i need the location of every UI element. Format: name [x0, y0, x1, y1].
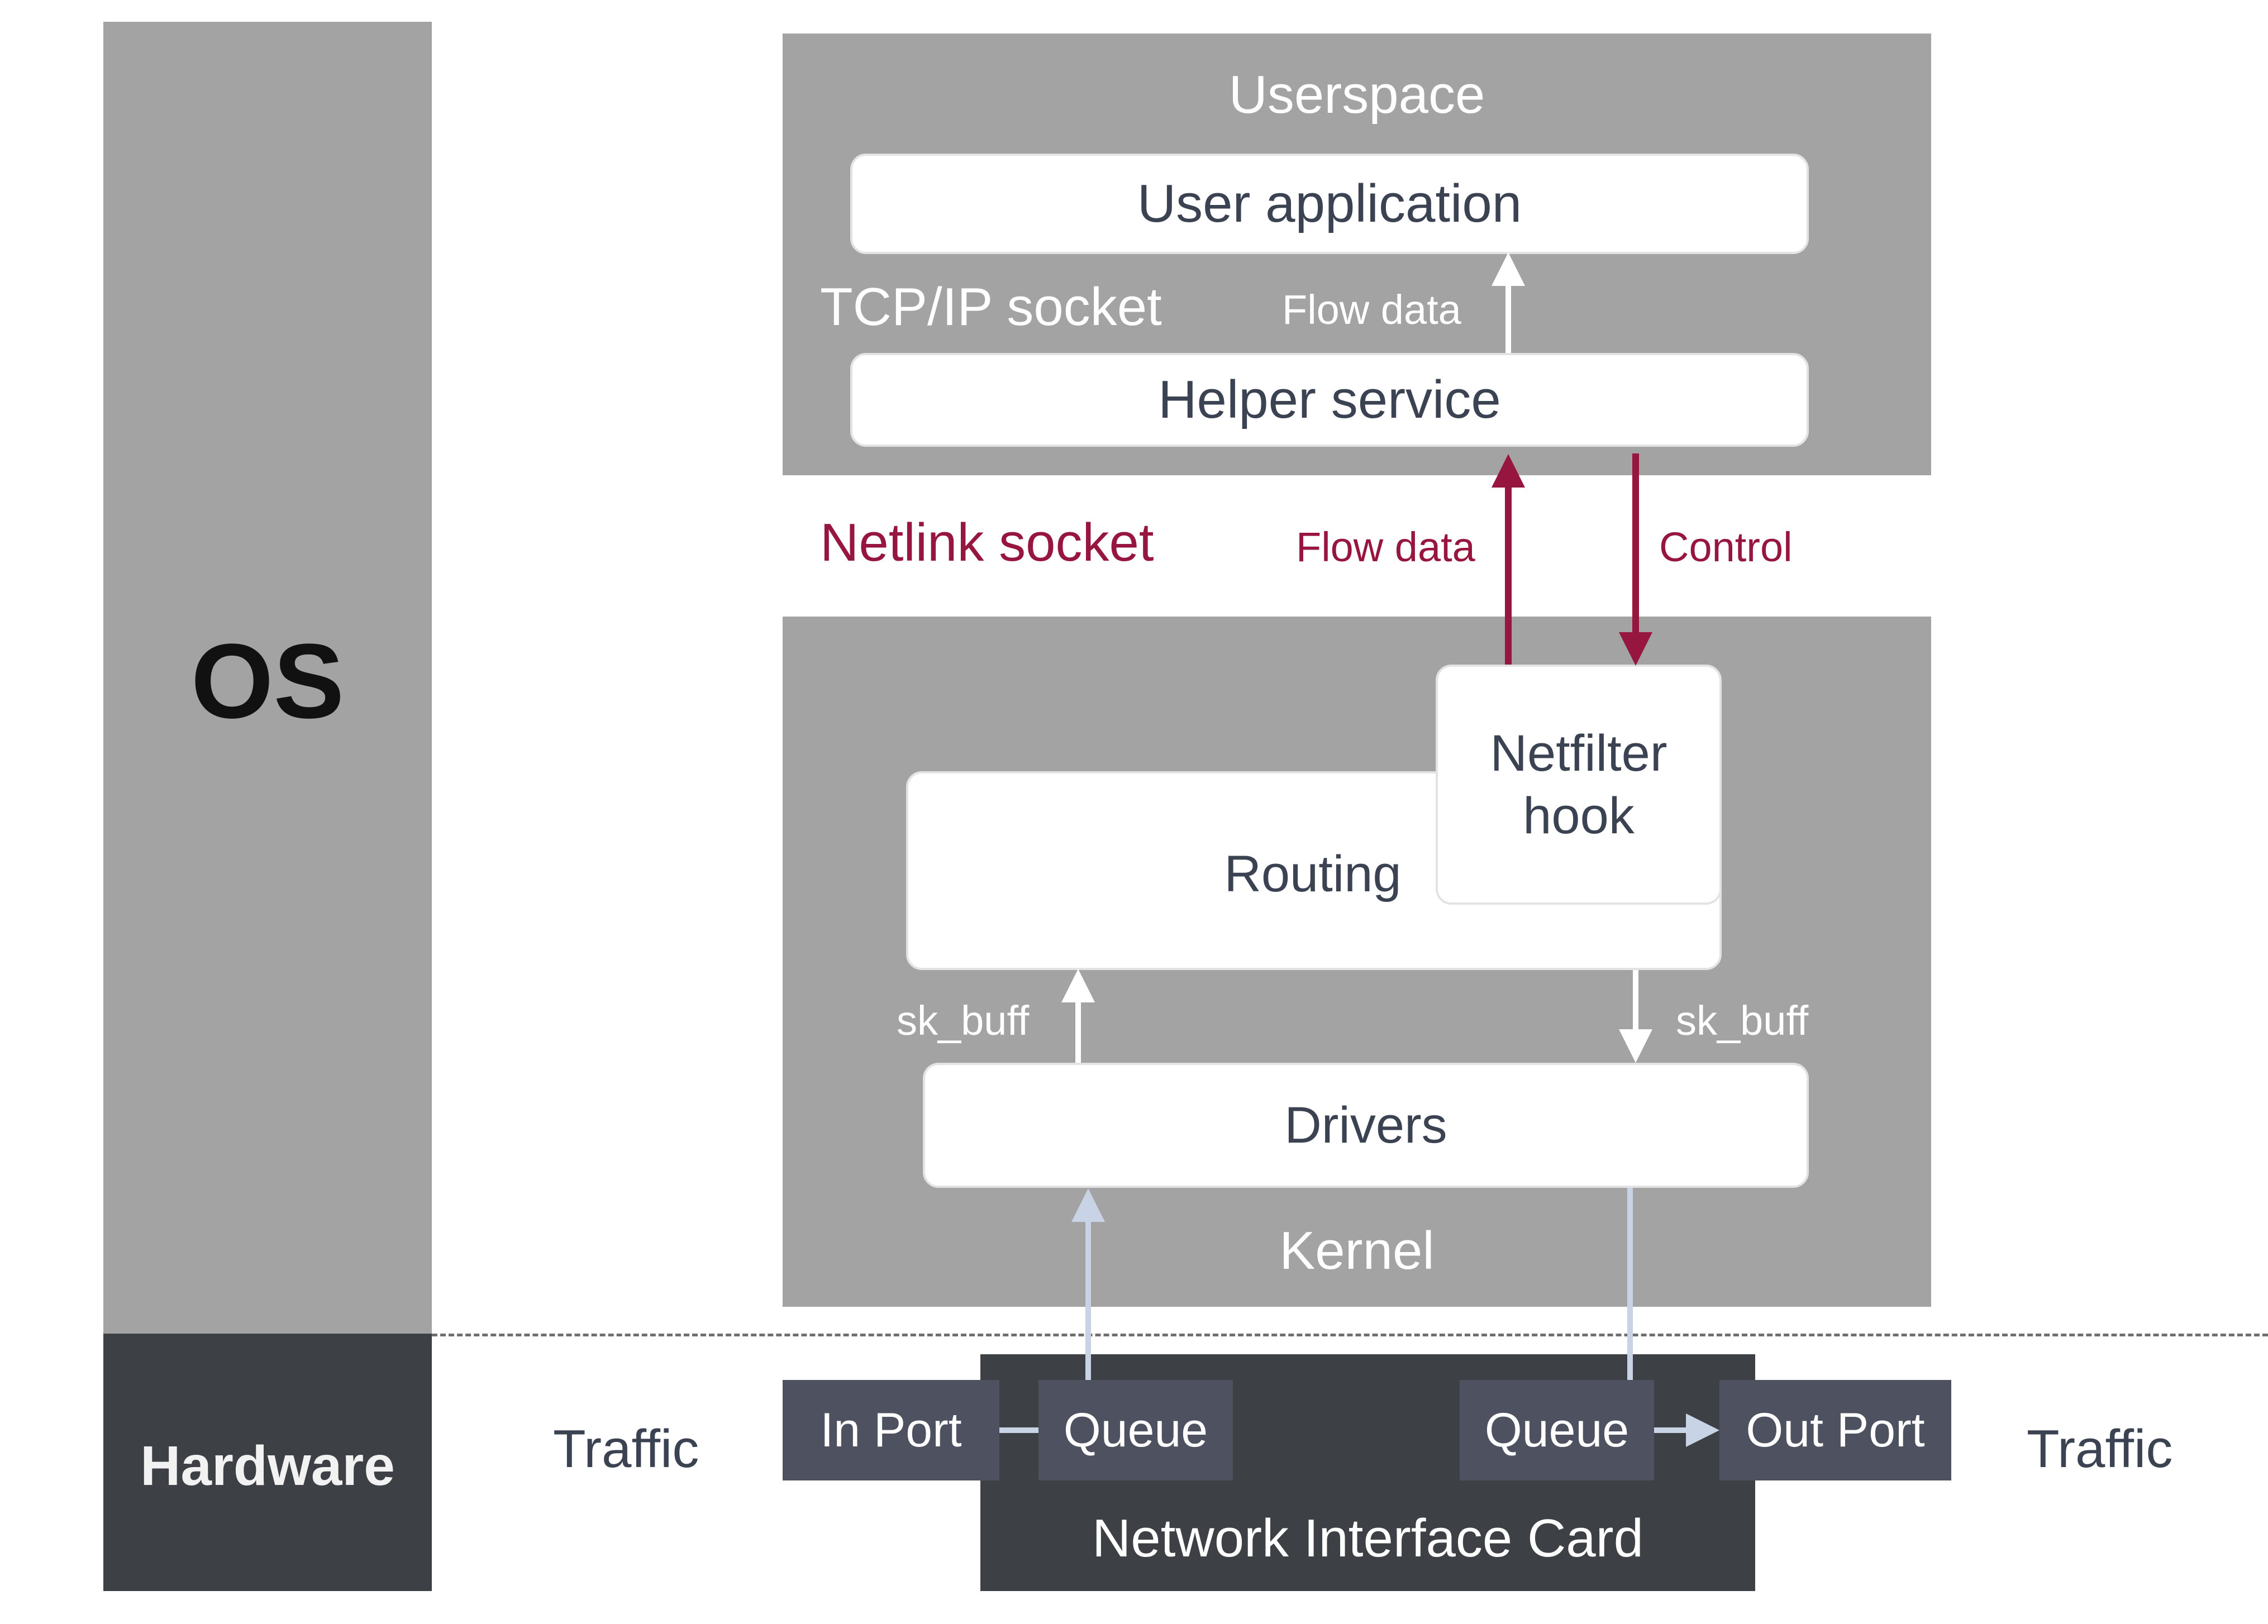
- helper-service-box: Helper service: [850, 353, 1809, 447]
- traffic-left-label: Traffic: [553, 1419, 699, 1479]
- netfilter-hook-label-line1: Netfilter: [1490, 725, 1667, 782]
- nic-label: Network Interface Card: [1092, 1508, 1644, 1568]
- user-application-box: User application: [850, 154, 1809, 254]
- userspace-flow-data-label: Flow data: [1282, 286, 1461, 333]
- drivers-box: Drivers: [923, 1063, 1809, 1188]
- kernel-title: Kernel: [1279, 1221, 1435, 1281]
- netfilter-hook-box: Netfilter hook: [1436, 665, 1722, 905]
- netlink-flow-data-label: Flow data: [1296, 524, 1475, 570]
- hardware-layer-label: Hardware: [140, 1434, 395, 1497]
- in-port: In Port: [783, 1380, 999, 1480]
- os-layer-label: OS: [190, 622, 345, 741]
- os-layer-column: [103, 22, 432, 1334]
- netlink-control-label: Control: [1659, 524, 1793, 570]
- queue-in: Queue: [1038, 1380, 1233, 1480]
- netlink-socket-label: Netlink socket: [820, 513, 1154, 572]
- routing-label: Routing: [1224, 846, 1402, 902]
- traffic-right-label: Traffic: [2027, 1419, 2173, 1479]
- sk-buff-right-label: sk_buff: [1676, 997, 1809, 1044]
- userspace-title: Userspace: [1228, 65, 1485, 125]
- netfilter-hook-label-line2: hook: [1523, 787, 1635, 844]
- sk-buff-left-label: sk_buff: [897, 997, 1030, 1044]
- hardware-layer-column: [103, 1334, 432, 1591]
- tcp-ip-socket-label: TCP/IP socket: [820, 277, 1162, 337]
- hardware-divider-line: [432, 1334, 2268, 1336]
- queue-out: Queue: [1460, 1380, 1654, 1480]
- out-port: Out Port: [1719, 1380, 1951, 1480]
